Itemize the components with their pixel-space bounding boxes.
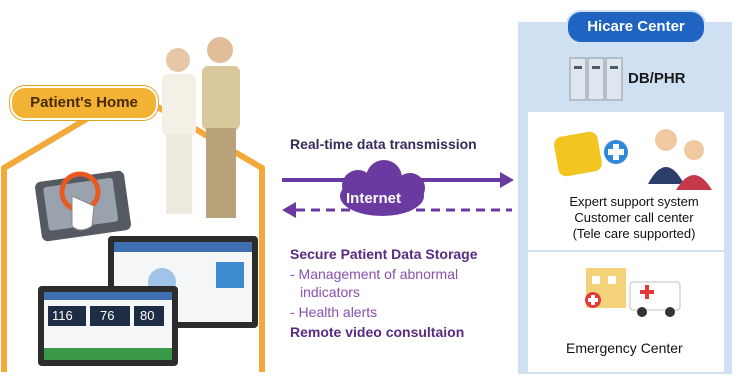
server-icon	[569, 57, 623, 101]
support-icon	[554, 131, 628, 177]
hicare-center-title: Hicare Center	[566, 10, 706, 44]
health-alerts-label: - Health alerts	[290, 304, 378, 320]
expert-line-3: (Tele care supported)	[572, 226, 696, 241]
emergency-center-label: Emergency Center	[566, 340, 683, 356]
internet-label: Internet	[346, 190, 402, 207]
video-consultation-label: Remote video consultaion	[290, 324, 465, 340]
internet-cloud-icon	[340, 160, 425, 216]
screen-value-2: 76	[100, 308, 115, 323]
device-screen-front	[38, 286, 178, 366]
expert-support-text: Expert support system Customer call cent…	[548, 194, 720, 242]
right-arrow-icon	[500, 172, 514, 188]
abnormal-line-1: - Management of abnormal	[290, 266, 459, 282]
transmission-label: Real-time data transmission	[290, 136, 477, 152]
db-phr-label: DB/PHR	[628, 70, 686, 87]
hospital-icon	[585, 268, 626, 308]
elderly-couple-photo	[162, 37, 240, 218]
patients-home-label: Patient's Home	[10, 86, 158, 120]
staff-icon	[648, 129, 712, 190]
touch-device-photo	[35, 170, 131, 242]
expert-line-2: Customer call center	[574, 210, 694, 225]
abnormal-line-2: indicators	[300, 284, 360, 300]
storage-label: Secure Patient Data Storage	[290, 246, 478, 262]
ambulance-icon	[629, 281, 681, 317]
screen-value-3: 80	[140, 308, 155, 323]
left-arrow-icon	[282, 202, 296, 218]
screen-value-1: 116	[52, 308, 73, 323]
expert-line-1: Expert support system	[569, 194, 699, 209]
